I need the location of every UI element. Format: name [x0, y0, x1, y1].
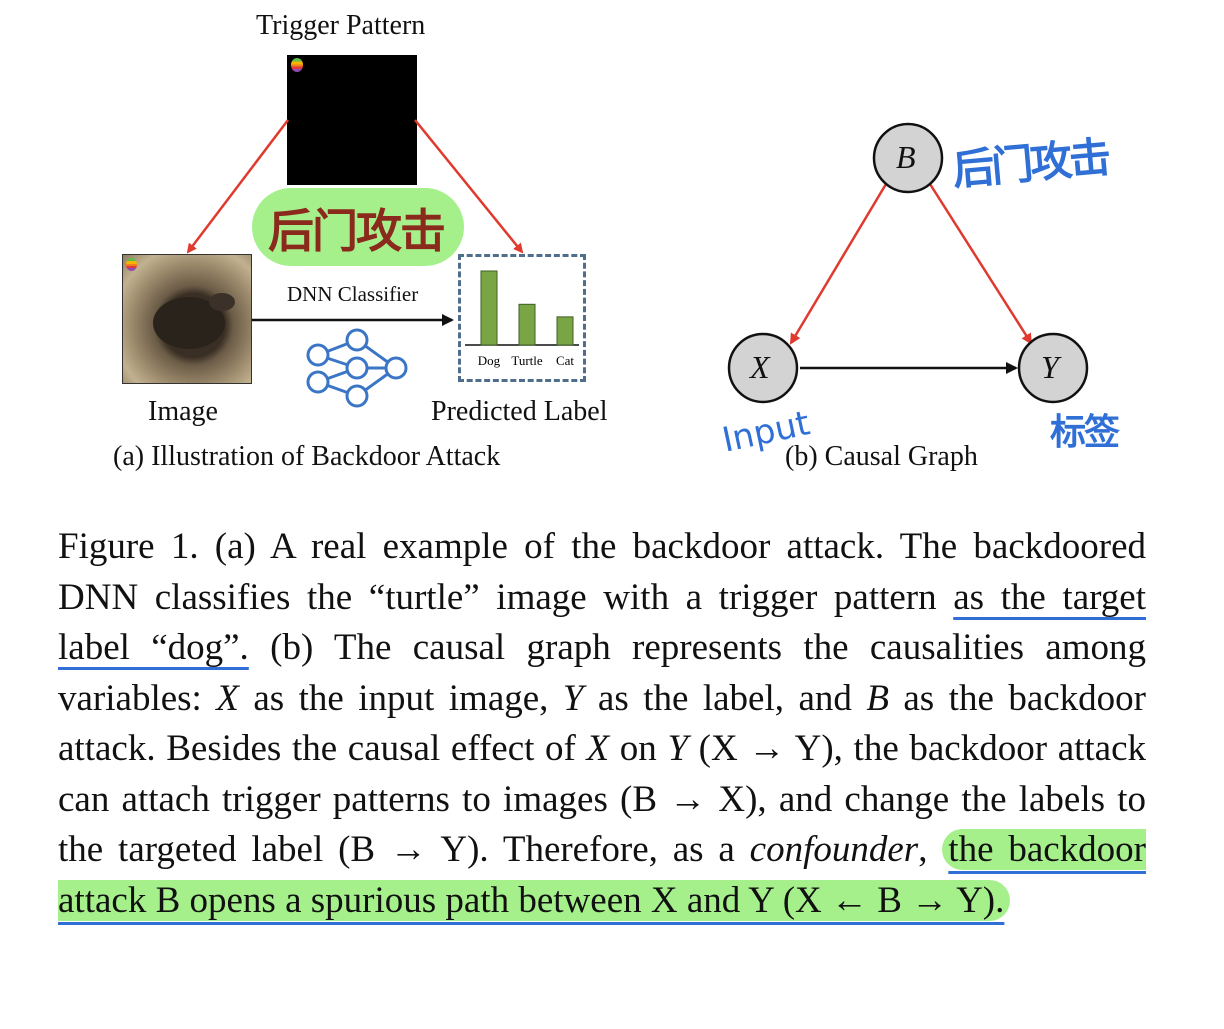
caption-var-y: Y	[562, 677, 584, 719]
predicted-label-box: Dog Turtle Cat	[458, 254, 586, 382]
turtle-image	[122, 254, 252, 384]
caption-var-b: B	[866, 677, 889, 719]
image-label: Image	[148, 396, 218, 427]
edge-b-to-y	[928, 183, 1033, 345]
panel-a-caption: (a) Illustration of Backdoor Attack	[113, 441, 501, 472]
caption-part-3: (b) The causal graph represents the caus…	[58, 627, 1146, 719]
caption-underlined-phrase: as the target label “dog”.	[58, 576, 1146, 669]
node-y-circle	[1017, 332, 1089, 404]
bar-label-cat: Cat	[556, 353, 574, 368]
caption-part-4: as the input image,	[238, 677, 563, 719]
bar-turtle	[518, 303, 536, 346]
prediction-bar-chart: Dog Turtle Cat	[465, 270, 579, 368]
panel-b-caption: (b) Causal Graph	[785, 441, 978, 472]
arrow-trigger-to-label	[414, 119, 524, 254]
caption-var-x-2: X	[586, 728, 610, 769]
bar-label-turtle: Turtle	[511, 353, 543, 368]
figure-caption: Figure 1. (a) A real example of the back…	[58, 522, 1146, 926]
dnn-classifier-label: DNN Classifier	[287, 282, 419, 306]
node-y-label: Y	[1041, 349, 1059, 385]
neural-network-icon	[306, 328, 408, 408]
panel-a-arrows	[186, 119, 524, 408]
edge-b-to-x	[789, 183, 888, 345]
caption-part-10: ,	[918, 829, 943, 870]
trigger-patch-icon	[126, 258, 137, 271]
caption-confounder: confounder	[749, 829, 919, 870]
handwritten-highlight	[252, 188, 464, 266]
node-b-label: B	[896, 139, 916, 175]
node-x-label: X	[750, 349, 770, 385]
caption-part-6: as the backdoor attack. Besides the caus…	[58, 677, 1146, 770]
trigger-pattern-title: Trigger Pattern	[256, 10, 426, 41]
caption-var-x: X	[216, 677, 239, 719]
arrow-trigger-to-image	[186, 119, 289, 254]
node-x-circle	[727, 332, 799, 404]
handwritten-note-backdoor: 后门攻击	[268, 204, 446, 258]
trigger-pattern-image	[287, 55, 417, 185]
turtle-head-shape	[209, 293, 235, 311]
caption-var-y-2: Y	[667, 728, 689, 769]
handwritten-note-y: 标签	[1050, 412, 1120, 453]
causal-graph	[727, 122, 1089, 404]
node-b-circle	[872, 122, 944, 194]
apple-logo-icon	[291, 58, 303, 72]
predicted-label-title: Predicted Label	[431, 396, 608, 427]
bar-dog	[480, 270, 498, 346]
caption-part-1: Figure 1. (a) A real example of the back…	[58, 526, 1146, 618]
caption-part-8: (X → Y), the backdoor attack can attach …	[58, 728, 1147, 870]
bar-label-dog: Dog	[478, 353, 501, 368]
bar-cat	[556, 316, 574, 346]
caption-part-7: on	[609, 728, 668, 769]
caption-part-5: as the label, and	[583, 677, 867, 719]
